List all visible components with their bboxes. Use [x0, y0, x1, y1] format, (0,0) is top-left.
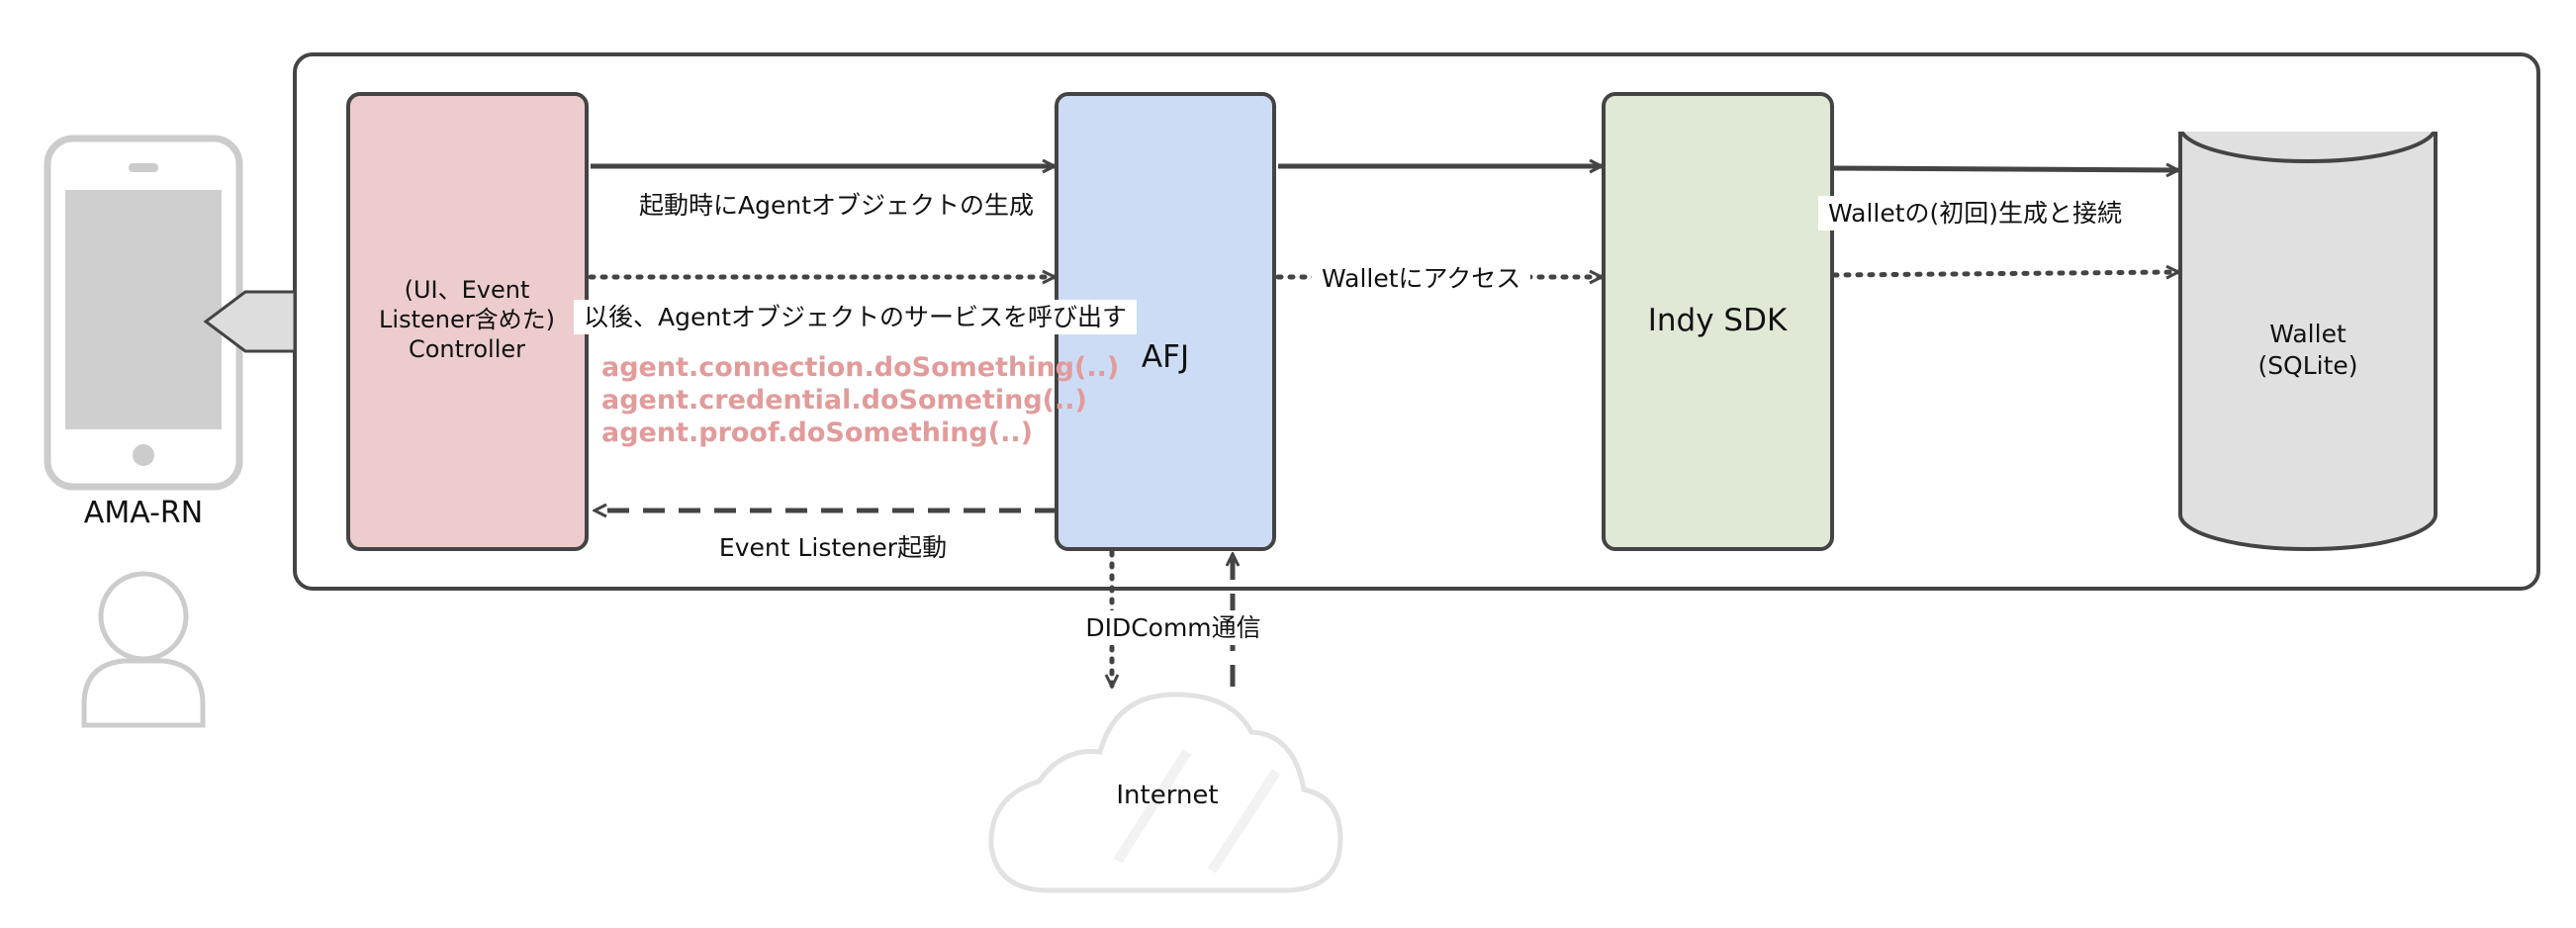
afj-label: AFJ — [1141, 339, 1190, 375]
code-sample-connection: agent.connection.doSomething(..) — [601, 352, 1120, 383]
smartphone-icon — [44, 135, 243, 491]
controller-label-line2: Listener含めた) — [379, 306, 555, 333]
arrow-indy-wallet-dotted — [1831, 272, 2181, 275]
code-sample-proof: agent.proof.doSomething(..) — [601, 418, 1033, 448]
wallet-label-line2: (SQLite) — [2257, 351, 2358, 380]
indy-sdk-label: Indy SDK — [1647, 303, 1788, 338]
edge-label-event-listener: Event Listener起動 — [718, 533, 948, 562]
indy-sdk-box — [1602, 92, 1834, 551]
edge-label-didcomm: DIDComm通信 — [1075, 610, 1271, 646]
edge-label-wallet-access: Walletにアクセス — [1312, 261, 1531, 297]
edge-label-agent-create: 起動時にAgentオブジェクトの生成 — [639, 191, 1035, 220]
arrow-indy-wallet — [1833, 168, 2178, 170]
wallet-database — [2166, 84, 2453, 551]
edge-label-wallet-connect: Walletの(初回)生成と接続 — [1818, 196, 2133, 232]
device-label: AMA-RN — [83, 496, 204, 530]
code-samples: agent.connection.doSomething(..) agent.c… — [601, 351, 1120, 449]
wallet-label-line1: Wallet — [2269, 320, 2346, 348]
cloud-icon — [988, 692, 1343, 893]
controller-label-line3: Controller — [408, 335, 526, 363]
user-icon — [81, 571, 206, 728]
internet-label: Internet — [1116, 781, 1219, 810]
callout-pointer — [203, 290, 297, 353]
code-sample-credential: agent.credential.doSometing(..) — [601, 385, 1087, 416]
edge-label-service-call: 以後、Agentオブジェクトのサービスを呼び出す — [574, 300, 1138, 335]
controller-label-line1: (UI、Event — [404, 276, 530, 304]
